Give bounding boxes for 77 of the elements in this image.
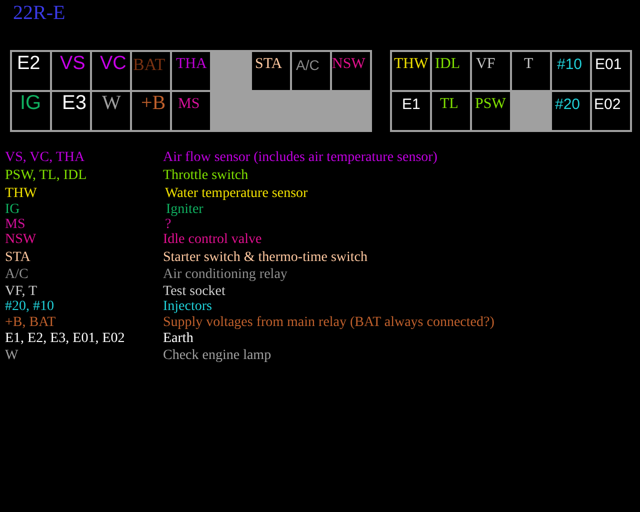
- pin-name: VF: [476, 57, 496, 72]
- pin-name: #20: [555, 97, 580, 112]
- pin-list: IG: [5, 203, 20, 218]
- pin-socket: [472, 52, 510, 90]
- pin-name: THW: [394, 57, 428, 72]
- connector-housing: [10, 50, 372, 132]
- pin-socket: [592, 92, 630, 130]
- pin-name: IDL: [435, 57, 460, 72]
- pin-description: Idle control valve: [163, 233, 262, 248]
- pin-name: E01: [595, 57, 622, 72]
- pin-socket: [172, 52, 210, 90]
- pin-name: E1: [402, 97, 420, 112]
- pin-list: E1, E2, E3, E01, E02: [5, 332, 125, 346]
- pin-list: MS: [5, 218, 26, 232]
- pin-socket: [392, 52, 430, 90]
- pin-socket: [472, 92, 510, 130]
- pin-description: Test socket: [163, 285, 226, 300]
- pin-name: NSW: [332, 57, 366, 72]
- pin-name: E02: [594, 97, 621, 112]
- pin-socket: [132, 52, 170, 90]
- pin-socket: [432, 92, 470, 130]
- pin-socket: [132, 92, 170, 130]
- pin-description: Water temperature sensor: [165, 187, 308, 202]
- pin-list: +B, BAT: [5, 316, 56, 330]
- pin-name: E3: [62, 93, 86, 113]
- pin-description: Supply voltages from main relay (BAT always connected?): [163, 316, 494, 330]
- pin-name: PSW: [475, 97, 506, 112]
- diagram-title: 22R-E: [13, 3, 66, 23]
- pin-socket: [552, 92, 590, 130]
- pin-name: VC: [100, 54, 126, 73]
- pin-list: A/C: [5, 268, 28, 282]
- pin-description: Throttle switch: [163, 169, 248, 184]
- pin-socket: [92, 52, 130, 90]
- pin-socket: [252, 52, 290, 90]
- pin-description: Injectors: [163, 300, 212, 314]
- pin-list: THW: [5, 187, 37, 202]
- pin-socket: [172, 92, 210, 130]
- pin-name: A/C: [296, 58, 320, 72]
- pin-description: ?: [165, 218, 172, 232]
- pin-list: STA: [5, 251, 30, 266]
- pin-socket: [332, 52, 370, 90]
- pin-list: NSW: [5, 233, 36, 248]
- pin-name: T: [524, 57, 534, 72]
- pin-socket: [52, 92, 90, 130]
- pin-socket: [512, 52, 550, 90]
- pin-name: STA: [255, 57, 282, 72]
- pin-socket: [12, 92, 50, 130]
- pin-name: THA: [176, 57, 207, 72]
- pin-list: #20, #10: [5, 300, 54, 314]
- pin-name: MS: [178, 97, 200, 112]
- pin-name: BAT: [133, 56, 166, 73]
- pin-description: Air flow sensor (includes air temperature sensor): [163, 151, 438, 166]
- pin-description: Igniter: [166, 203, 204, 218]
- connector-housing: [390, 50, 632, 132]
- pin-name: #10: [557, 57, 582, 72]
- pin-socket: [552, 52, 590, 90]
- pin-socket: [432, 52, 470, 90]
- pin-description: Starter switch & thermo-time switch: [163, 251, 368, 266]
- pin-list: VS, VC, THA: [5, 151, 85, 166]
- pin-socket: [92, 92, 130, 130]
- pin-socket: [52, 52, 90, 90]
- pin-description: Earth: [163, 332, 194, 346]
- pin-name: W: [102, 93, 121, 114]
- pin-socket: [392, 92, 430, 130]
- pin-name: VS: [60, 54, 86, 73]
- pin-name: E2: [17, 54, 40, 73]
- pin-socket: [12, 52, 50, 90]
- pin-name: TL: [440, 97, 458, 112]
- pin-description: Air conditioning relay: [163, 268, 288, 282]
- pin-socket: [592, 52, 630, 90]
- pin-list: PSW, TL, IDL: [5, 169, 87, 184]
- pin-list: VF, T: [5, 285, 38, 300]
- pin-name: +B: [141, 93, 166, 114]
- pin-name: IG: [20, 93, 42, 113]
- pin-list: W: [5, 349, 18, 364]
- pin-socket: [292, 52, 330, 90]
- pin-description: Check engine lamp: [163, 349, 272, 364]
